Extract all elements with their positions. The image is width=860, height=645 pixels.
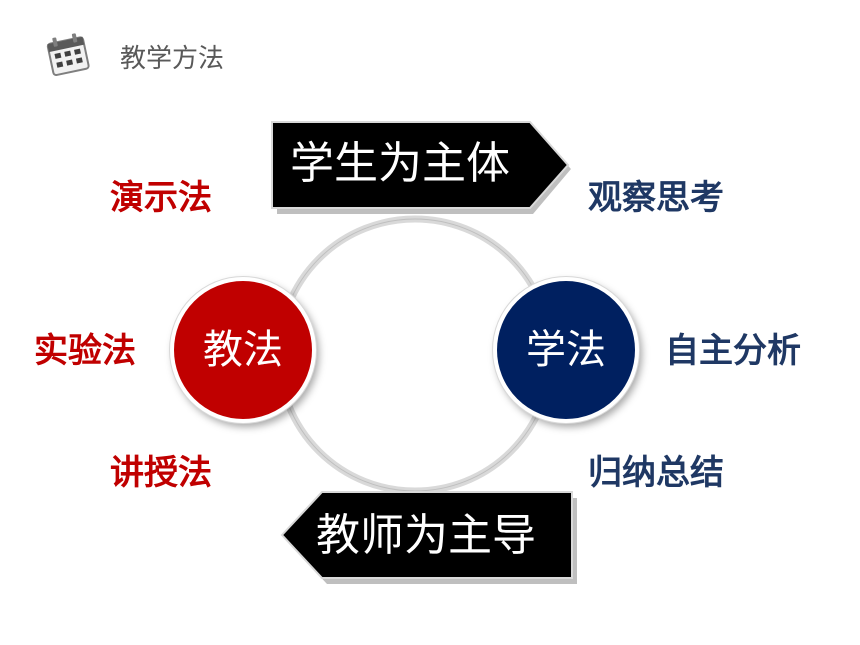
teacher-led-arrow: 教师为主导	[276, 488, 586, 588]
learning-method-label: 学法	[526, 327, 606, 373]
student-centered-arrow: 学生为主体	[268, 118, 578, 218]
induce-summarize-label: 归纳总结	[588, 453, 724, 493]
teaching-method-circle: 教法	[170, 277, 316, 423]
arrow-bottom-label: 教师为主导	[316, 510, 536, 561]
arrow-top-label: 学生为主体	[290, 138, 510, 189]
learning-method-circle: 学法	[493, 277, 639, 423]
demonstration-method-label: 演示法	[110, 178, 212, 218]
page-title: 教学方法	[120, 44, 225, 74]
self-analysis-label: 自主分析	[665, 331, 801, 371]
teaching-method-label: 教法	[203, 327, 283, 373]
observe-think-label: 观察思考	[588, 178, 724, 218]
lecture-method-label: 讲授法	[110, 453, 212, 493]
experiment-method-label: 实验法	[34, 331, 136, 371]
calendar-icon	[44, 30, 94, 80]
